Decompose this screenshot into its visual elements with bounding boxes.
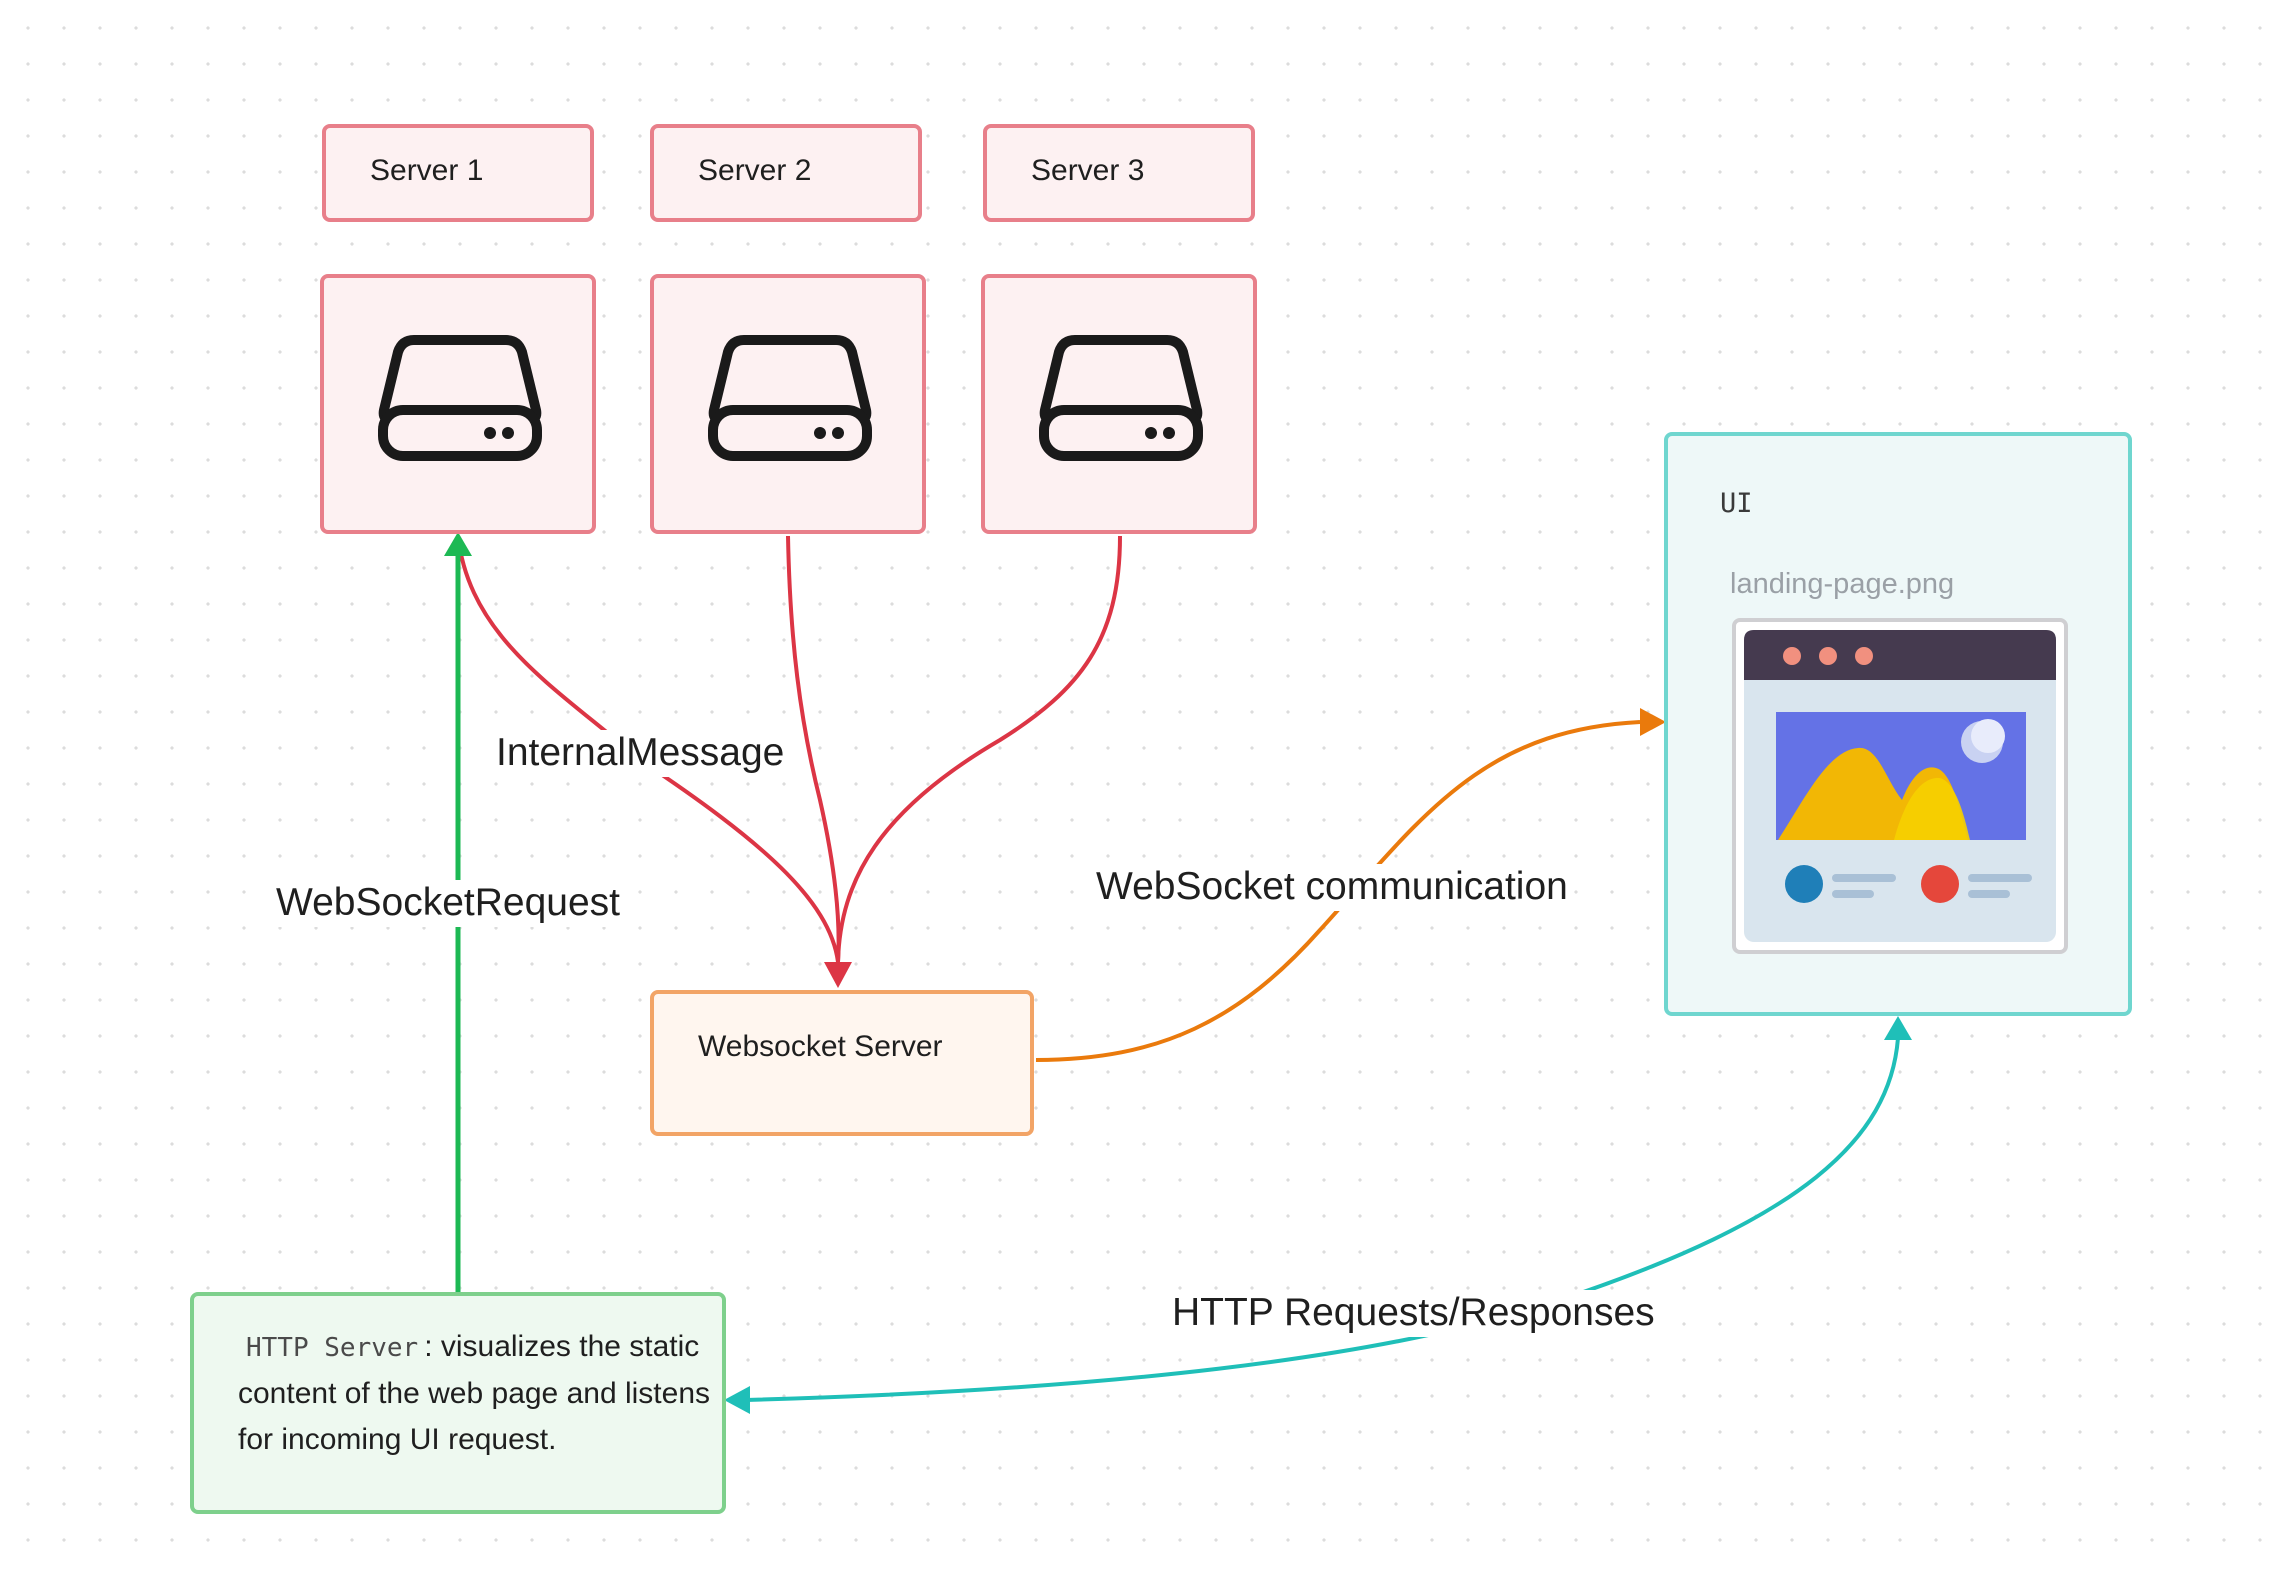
edge-label-http-requests: HTTP Requests/Responses bbox=[1166, 1290, 1661, 1337]
websocket-server-node[interactable]: Websocket Server bbox=[650, 990, 1034, 1136]
server-3-label-box[interactable]: Server 3 bbox=[983, 124, 1255, 222]
edge-label-websocket-request: WebSocketRequest bbox=[270, 880, 626, 927]
ws-request-arrowhead bbox=[444, 532, 472, 556]
landing-page-illustration bbox=[1744, 630, 2056, 942]
server-3-label: Server 3 bbox=[1031, 154, 1145, 187]
server-1-label: Server 1 bbox=[370, 154, 484, 187]
ui-frame-title: UI bbox=[1720, 488, 1753, 519]
edge-label-internal-message: InternalMessage bbox=[490, 730, 791, 777]
internal-arrowhead bbox=[824, 962, 852, 988]
http-server-description: HTTP Server: visualizes the static conte… bbox=[238, 1324, 718, 1463]
edge-server2-to-ws[interactable] bbox=[786, 535, 841, 963]
server-2-label: Server 2 bbox=[698, 154, 812, 187]
ws-comm-arrowhead bbox=[1640, 708, 1666, 736]
http-arrowhead-server bbox=[724, 1386, 750, 1414]
ui-image-filename: landing-page.png bbox=[1730, 568, 1955, 600]
hard-drive-icon bbox=[708, 335, 872, 461]
websocket-communication-edge bbox=[1035, 708, 1666, 1062]
http-server-description-text: : visualizes the static content of the w… bbox=[238, 1330, 711, 1456]
edge-ws-to-ui[interactable] bbox=[1035, 720, 1641, 1062]
ui-image-card[interactable] bbox=[1732, 618, 2068, 954]
edge-server3-to-ws[interactable] bbox=[836, 535, 1122, 963]
http-server-code-label: HTTP Server bbox=[246, 1333, 419, 1363]
hard-drive-icon bbox=[1039, 335, 1203, 461]
edge-label-websocket-communication: WebSocket communication bbox=[1090, 864, 1574, 911]
ui-frame[interactable]: UI landing-page.png bbox=[1664, 432, 2132, 1016]
server-1-label-box[interactable]: Server 1 bbox=[322, 124, 594, 222]
server-2-label-box[interactable]: Server 2 bbox=[650, 124, 922, 222]
http-server-node[interactable]: HTTP Server: visualizes the static conte… bbox=[190, 1292, 726, 1514]
websocket-server-label: Websocket Server bbox=[698, 1030, 943, 1063]
server-3-node[interactable] bbox=[981, 274, 1257, 534]
server-2-node[interactable] bbox=[650, 274, 926, 534]
http-arrowhead-ui bbox=[1884, 1016, 1912, 1040]
server-1-node[interactable] bbox=[320, 274, 596, 534]
hard-drive-icon bbox=[378, 335, 542, 461]
